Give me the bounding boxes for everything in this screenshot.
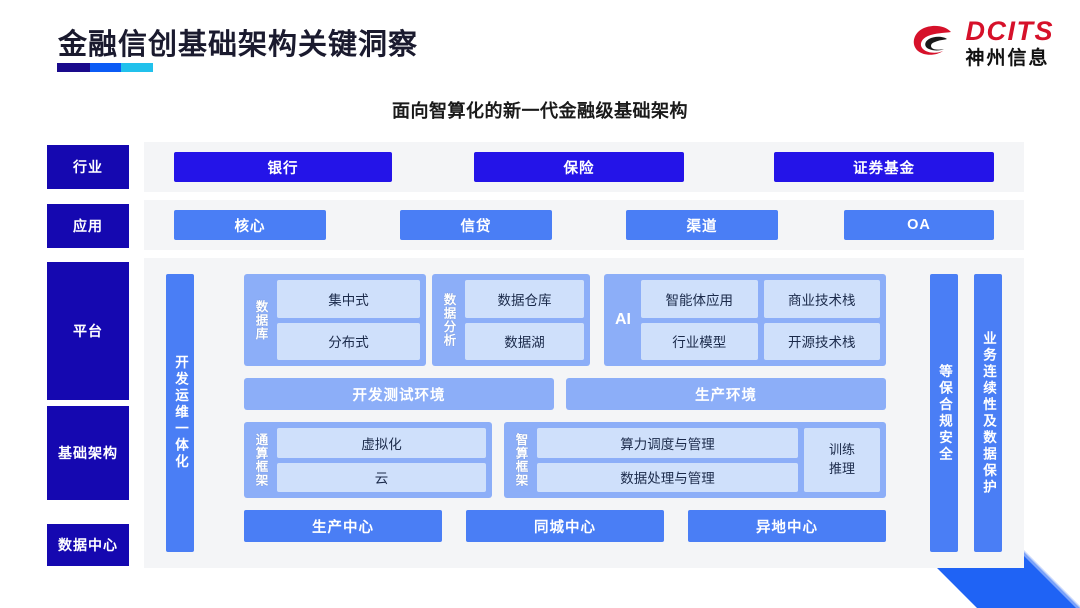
- cell-virtualization[interactable]: 虚拟化: [277, 428, 486, 458]
- sidebar-item-industry[interactable]: 行业: [47, 145, 129, 189]
- cell-cloud[interactable]: 云: [277, 462, 486, 492]
- cell-train-infer[interactable]: 训练 推理: [804, 428, 880, 492]
- underline-segment-2: [89, 63, 122, 72]
- swirl-logo-icon: [909, 19, 957, 67]
- env-production[interactable]: 生产环境: [566, 378, 886, 410]
- pillar-security-compliance[interactable]: 等保合规安全: [930, 274, 958, 552]
- logo-text: DCITS 神州信息: [965, 16, 1055, 69]
- industry-pill-bank[interactable]: 银行: [174, 152, 392, 182]
- industry-pill-insurance[interactable]: 保险: [474, 152, 684, 182]
- dc-metro-center[interactable]: 同城中心: [466, 510, 664, 542]
- group-database-label: 数据库: [253, 299, 268, 341]
- group-intelligent-compute[interactable]: 智算框架 算力调度与管理 数据处理与管理 训练 推理: [504, 422, 886, 498]
- underline-segment-3: [121, 63, 153, 72]
- cell-distributed[interactable]: 分布式: [277, 322, 420, 360]
- pillar-devops[interactable]: 开发运维一体化: [166, 274, 194, 552]
- group-database[interactable]: 数据库 集中式 分布式: [244, 274, 426, 366]
- group-general-compute-label: 通算框架: [253, 433, 268, 487]
- application-pill-oa[interactable]: OA: [844, 210, 994, 240]
- group-intelligent-compute-label: 智算框架: [513, 433, 528, 487]
- dc-remote-center[interactable]: 异地中心: [688, 510, 886, 542]
- sidebar-item-datacenter[interactable]: 数据中心: [47, 524, 129, 566]
- page-header: 金融信创基础架构关键洞察 DCITS 神州信息: [0, 0, 1080, 92]
- industry-row-panel: 银行 保险 证券基金: [144, 142, 1024, 192]
- group-general-compute-cells: 虚拟化 云: [277, 428, 486, 492]
- cell-train-label: 训练: [828, 442, 855, 458]
- group-data-analysis-cells: 数据仓库 数据湖: [465, 280, 584, 360]
- cell-opensource-stack[interactable]: 开源技术栈: [763, 322, 880, 360]
- group-data-analysis[interactable]: 数据分析 数据仓库 数据湖: [432, 274, 590, 366]
- group-ai-row-1: 智能体应用 商业技术栈: [641, 280, 880, 318]
- application-pill-core[interactable]: 核心: [174, 210, 326, 240]
- cell-commercial-stack[interactable]: 商业技术栈: [763, 280, 880, 318]
- sidebar-item-platform[interactable]: 平台: [47, 262, 129, 400]
- cell-agent-application[interactable]: 智能体应用: [641, 280, 758, 318]
- company-logo: DCITS 神州信息: [909, 18, 1055, 68]
- sidebar-item-infrastructure[interactable]: 基础架构: [47, 406, 129, 500]
- env-dev-test[interactable]: 开发测试环境: [244, 378, 554, 410]
- application-row-panel: 核心 信贷 渠道 OA: [144, 200, 1024, 250]
- group-ai-row-2: 行业模型 开源技术栈: [641, 322, 880, 360]
- application-pill-credit[interactable]: 信贷: [400, 210, 552, 240]
- sidebar-item-application[interactable]: 应用: [47, 204, 129, 248]
- group-data-analysis-label: 数据分析: [441, 293, 456, 347]
- group-intelligent-compute-cells: 算力调度与管理 数据处理与管理: [537, 428, 798, 492]
- logo-english: DCITS: [965, 16, 1054, 46]
- page-subtitle: 面向智算化的新一代金融级基础架构: [392, 101, 688, 121]
- industry-pill-securities[interactable]: 证券基金: [774, 152, 994, 182]
- group-general-compute[interactable]: 通算框架 虚拟化 云: [244, 422, 492, 498]
- group-ai-cells: 智能体应用 商业技术栈 行业模型 开源技术栈: [641, 280, 880, 360]
- group-intelligent-compute-inner: 算力调度与管理 数据处理与管理 训练 推理: [537, 428, 880, 492]
- title-underline: [57, 63, 153, 72]
- group-database-cells: 集中式 分布式: [277, 280, 420, 360]
- underline-segment-1: [57, 63, 90, 72]
- cell-data-processing[interactable]: 数据处理与管理: [537, 462, 798, 492]
- cell-data-warehouse[interactable]: 数据仓库: [465, 280, 584, 318]
- cell-centralized[interactable]: 集中式: [277, 280, 420, 318]
- platform-panel: 开发运维一体化 等保合规安全 业务连续性及数据保护 数据库 集中式 分布式 数据…: [144, 258, 1024, 568]
- group-ai[interactable]: AI 智能体应用 商业技术栈 行业模型 开源技术栈: [604, 274, 886, 366]
- cell-compute-scheduling[interactable]: 算力调度与管理: [537, 428, 798, 458]
- pillar-business-continuity[interactable]: 业务连续性及数据保护: [974, 274, 1002, 552]
- logo-chinese: 神州信息: [965, 48, 1050, 69]
- page-title: 金融信创基础架构关键洞察: [58, 29, 419, 61]
- group-ai-label: AI: [615, 311, 631, 328]
- dc-production-center[interactable]: 生产中心: [244, 510, 442, 542]
- application-pill-channel[interactable]: 渠道: [626, 210, 778, 240]
- cell-industry-model[interactable]: 行业模型: [641, 322, 758, 360]
- cell-infer-label: 推理: [828, 461, 855, 476]
- architecture-diagram: 行业 应用 平台 基础架构 数据中心 银行 保险 证券基金 核心 信贷 渠道 O…: [0, 138, 1080, 573]
- cell-data-lake[interactable]: 数据湖: [465, 322, 584, 360]
